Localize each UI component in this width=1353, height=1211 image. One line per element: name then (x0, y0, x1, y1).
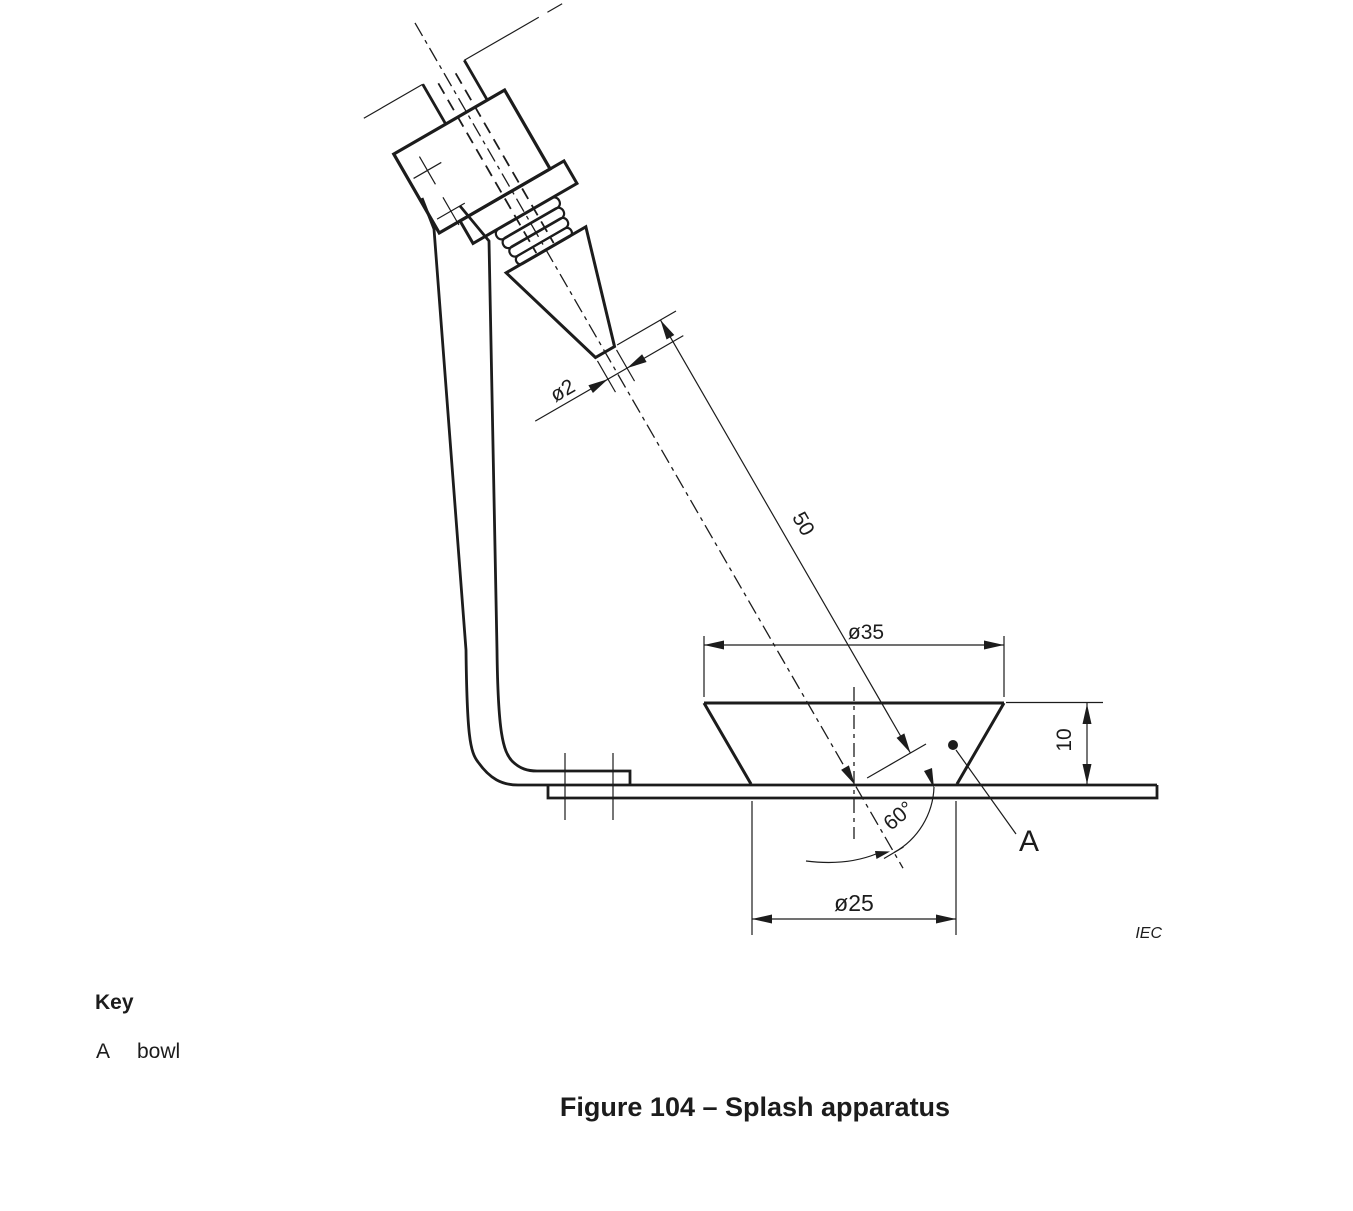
arrow-icon (875, 851, 890, 859)
key-row: A bowl (96, 1040, 180, 1063)
screw-cross-icon (413, 156, 442, 185)
arrow-icon (896, 733, 911, 753)
part-label-bowl: A (948, 740, 1039, 858)
bowl (702, 701, 1006, 785)
nozzle-cone (503, 224, 617, 360)
leader-dot-icon (948, 740, 958, 750)
leader-line (955, 749, 1017, 835)
arrow-icon (627, 354, 647, 369)
spray-axis-extension (855, 786, 904, 869)
dim-bowl-height: 10 (1006, 701, 1103, 784)
support-arm-outer (420, 197, 1157, 787)
dim-bowl-bottom-diameter: ø25 (751, 801, 957, 935)
arrow-icon (936, 914, 956, 924)
part-reference-label: A (1019, 825, 1039, 858)
dim-label-bowl-bottom-diameter: ø25 (834, 890, 874, 916)
angle-tick (883, 846, 904, 860)
tip-extension-lines (596, 349, 636, 393)
nozzle-assembly: ø2 50 (363, 3, 927, 869)
arrow-icon (704, 640, 724, 650)
dim-label-bowl-height: 10 (1053, 728, 1076, 751)
arrow-icon (588, 379, 608, 394)
dim-bowl-top-diameter: ø35 (703, 621, 1005, 697)
arrow-icon (1082, 764, 1092, 784)
plate-break-marks (564, 753, 614, 820)
key-heading: Key (95, 991, 134, 1014)
arrow-icon (924, 768, 934, 788)
arrow-icon (984, 640, 1004, 650)
key-item-label: bowl (137, 1040, 180, 1063)
arrow-icon (660, 319, 675, 340)
bore-hidden-lines (437, 72, 555, 254)
screw-cross-icon (436, 196, 466, 226)
supply-tube (421, 59, 489, 125)
angle-leader-curve (805, 853, 877, 864)
spray-axis-centerline (414, 22, 846, 769)
arrow-icon (752, 914, 772, 924)
tube-break-line (363, 3, 563, 119)
support-arm-inner (458, 205, 632, 784)
jet-direction-arrow (841, 765, 855, 785)
figure-caption: Figure 104 – Splash apparatus (560, 1092, 950, 1122)
dim-label-bowl-top-diameter: ø35 (848, 621, 884, 644)
iec-publisher-mark: IEC (1135, 925, 1162, 942)
base-plate (546, 785, 1159, 800)
arrow-icon (1082, 704, 1092, 724)
key-item-ref: A (96, 1040, 110, 1063)
